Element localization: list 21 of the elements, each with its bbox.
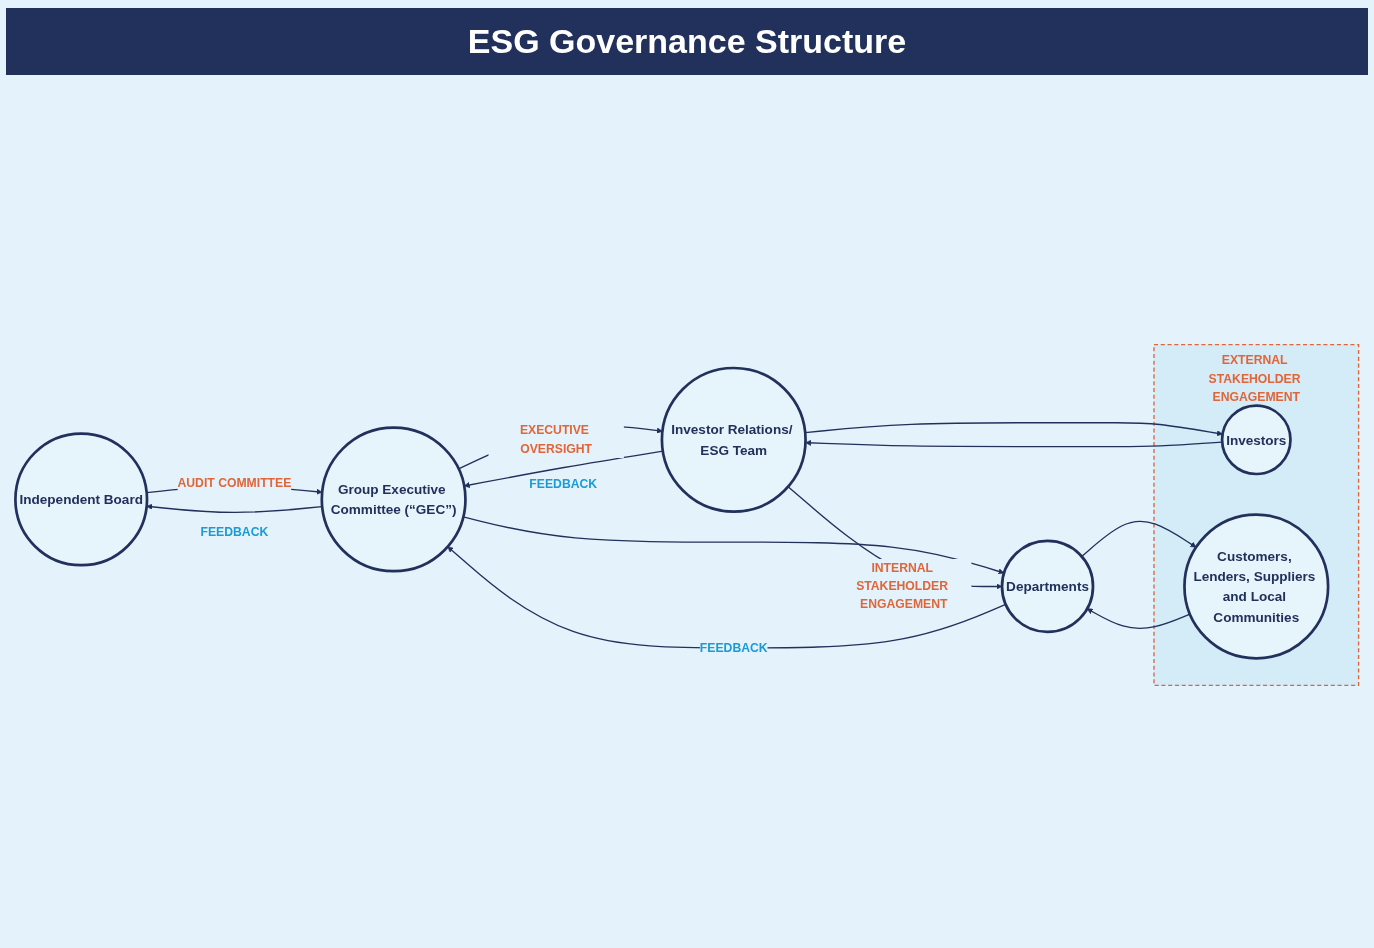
node-circle: Investor Relations/ ESG Team (660, 366, 807, 513)
arrow (805, 439, 1223, 448)
arrow (463, 450, 664, 488)
arrow (804, 422, 1223, 437)
edge-label: AUDIT COMMITTEE (177, 476, 292, 490)
arrow (1081, 520, 1197, 558)
edge-label: FEEDBACK (529, 476, 598, 491)
arrow (146, 503, 323, 514)
edge-label: INTERNAL STAKEHOLDER ENGAGEMENT (856, 561, 949, 612)
node-circle: Customers, Lenders, Suppliers and Local Communities (1183, 513, 1330, 660)
node-circle: Independent Board (14, 432, 149, 567)
node-circle: Group Executive Committee (“GEC”) (320, 426, 467, 573)
arrow (1086, 608, 1191, 630)
title-banner: ESG Governance Structure (6, 8, 1368, 75)
arrow (462, 516, 1005, 575)
node-circle: Departments (1000, 539, 1095, 634)
node-circle: Investors (1220, 404, 1292, 476)
edge-label: FEEDBACK (200, 525, 269, 539)
edge-label: FEEDBACK (699, 640, 768, 655)
arrow (447, 546, 1007, 649)
edge-label: EXECUTIVE OVERSIGHT (519, 423, 593, 456)
